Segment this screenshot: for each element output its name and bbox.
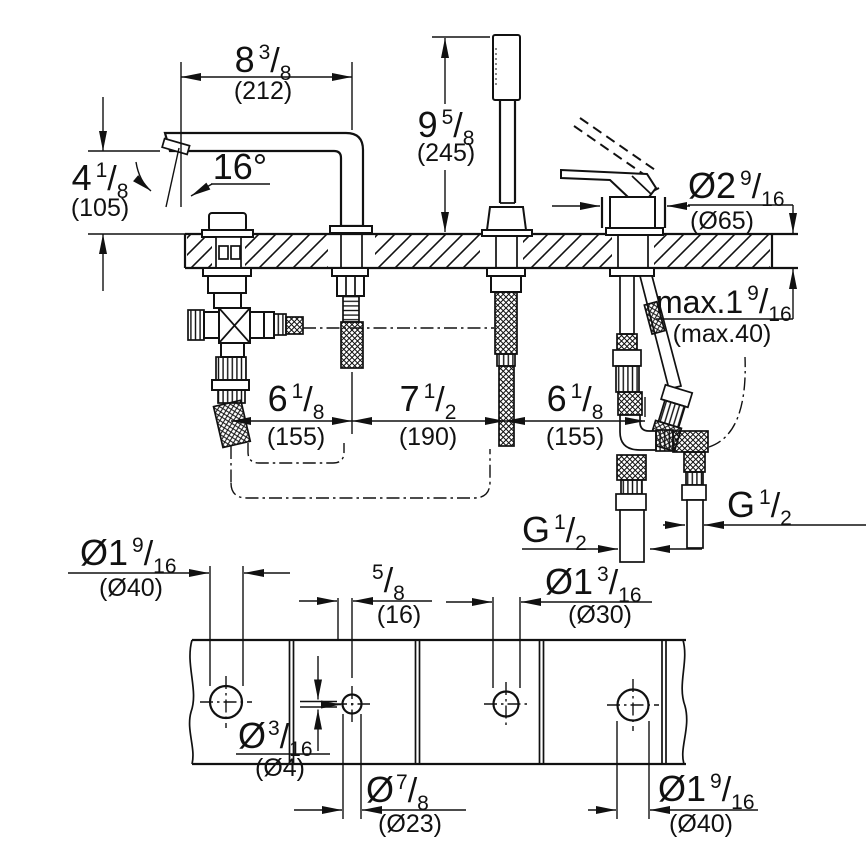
diverter-hose <box>212 399 252 449</box>
dim-hole-rod: Ø7/8 (Ø23) <box>294 714 466 838</box>
dim-spacing-mid-metric: (190) <box>399 423 457 451</box>
diverter-valve <box>187 212 304 449</box>
handshower-holder <box>485 206 528 231</box>
hose-routing-centerlines <box>230 327 746 499</box>
dim-spout-angle-label: 16° <box>213 146 267 187</box>
dim-hole-pin-metric: (Ø4) <box>255 754 305 782</box>
dim-hole-diverter-metric: (Ø40) <box>99 574 163 602</box>
dim-spacing-right-metric: (155) <box>546 423 604 451</box>
elbow-fitting <box>619 414 657 451</box>
deck-hatch <box>187 235 212 267</box>
dim-hole-handle-metric: (Ø40) <box>669 810 733 838</box>
dim-hole-offset: 5/8 (16) <box>299 561 432 678</box>
rim-strip <box>188 638 688 766</box>
spout-aerator <box>161 137 191 156</box>
dim-spout-height-metric: (105) <box>71 194 129 222</box>
spout-shank <box>342 295 360 323</box>
dim-hole-pin: Ø3/16 (Ø4) <box>236 656 341 782</box>
dim-hole-offset-metric: (16) <box>377 601 421 629</box>
mounting-holes <box>200 676 659 731</box>
dim-hole-offset-label: 5/8 <box>372 561 405 605</box>
dim-max-deck-metric: (max.40) <box>673 320 772 348</box>
handshower-hose <box>494 291 518 355</box>
break-line-left <box>188 639 195 765</box>
break-line-right <box>681 639 688 765</box>
dim-spacing-left-metric: (155) <box>267 423 325 451</box>
handshower <box>481 34 533 447</box>
spout <box>161 131 373 369</box>
handshower-grip <box>492 34 521 101</box>
dim-spout-angle: 16° <box>133 146 270 208</box>
connection-hose-left <box>615 454 647 563</box>
handle-hose-left <box>619 275 635 335</box>
dim-hole-shower-metric: (Ø30) <box>568 601 632 629</box>
spout-hose <box>340 321 364 369</box>
diverter-outlet-stub <box>273 313 287 336</box>
side-view: 83/8 (212) 41/8 (105) 16° <box>71 34 866 563</box>
deck-section <box>183 232 798 270</box>
dim-hole-rod-label: Ø7/8 <box>366 769 429 815</box>
dim-spout-reach-metric: (212) <box>234 77 292 105</box>
mixer-handle <box>560 117 709 563</box>
connection-hose-right <box>681 451 707 549</box>
handle-body <box>609 196 656 229</box>
dim-handshower-height-metric: (245) <box>417 139 475 167</box>
dim-hole-rod-metric: (Ø23) <box>378 810 442 838</box>
dim-hole-pin-label: Ø3/16 <box>238 715 313 761</box>
diverter-knob <box>208 212 247 232</box>
dim-handle-diameter-metric: (Ø65) <box>690 207 754 235</box>
handle-lever <box>560 168 658 198</box>
